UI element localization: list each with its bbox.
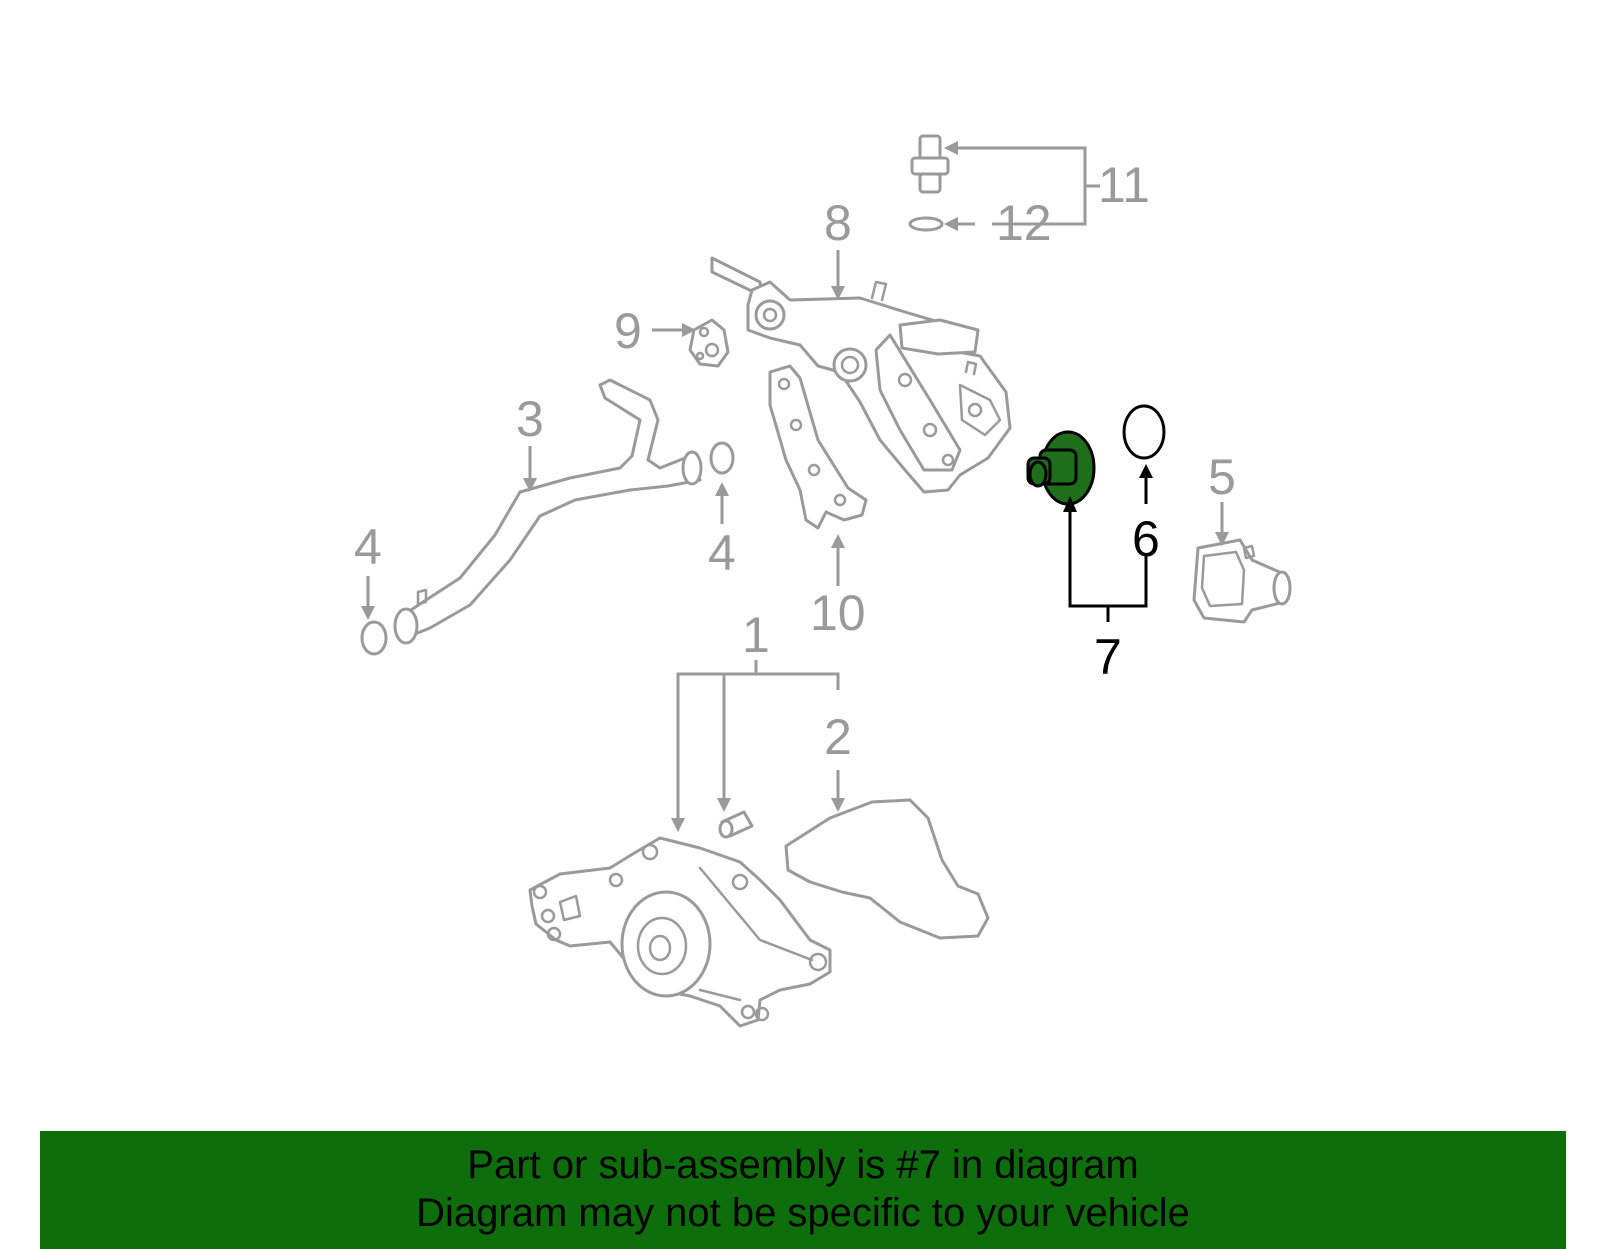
callout-4-left: 4: [354, 519, 382, 575]
callout-4-right: 4: [708, 525, 736, 581]
part-oring-4-left: [360, 620, 388, 656]
callout-12: 12: [996, 195, 1052, 251]
banner-line-2: Diagram may not be specific to your vehi…: [416, 1191, 1190, 1235]
part-bolt: [910, 134, 950, 194]
callout-6: 6: [1132, 511, 1160, 567]
part-thermostat: [1026, 430, 1096, 506]
callout-11: 11: [1098, 157, 1150, 213]
leader-9: [652, 323, 696, 337]
part-gasket-10: [768, 364, 868, 530]
callout-9: 9: [614, 303, 642, 359]
leader-2: [831, 770, 845, 812]
part-washer: [908, 216, 944, 232]
leader-10: [831, 534, 845, 586]
callout-3: 3: [516, 391, 544, 447]
banner-line-1: Part or sub-assembly is #7 in diagram: [467, 1143, 1139, 1187]
part-thermostat-housing: [1192, 538, 1292, 624]
part-gasket-9: [688, 318, 730, 368]
leader-5: [1215, 502, 1229, 546]
part-oring-4-right: [709, 441, 735, 475]
leader-1: [671, 660, 840, 832]
part-water-passage: [710, 256, 1012, 494]
part-water-pump: [528, 836, 832, 1028]
callout-8: 8: [824, 195, 852, 251]
part-dowel: [718, 810, 754, 839]
leader-4-right: [715, 482, 729, 524]
info-banner: Part or sub-assembly is #7 in diagram Di…: [40, 1131, 1566, 1249]
leader-4-left: [361, 576, 375, 620]
part-thermostat-gasket: [1122, 404, 1166, 460]
leader-3: [523, 446, 537, 492]
leader-6: [1139, 464, 1153, 504]
callout-10: 10: [810, 585, 866, 641]
part-pump-gasket: [784, 798, 990, 940]
callout-1: 1: [742, 607, 770, 663]
leader-7: [1063, 496, 1148, 622]
callout-5: 5: [1208, 449, 1236, 505]
callout-2: 2: [824, 709, 852, 765]
leader-8: [831, 250, 845, 300]
leader-11-12: [944, 141, 1100, 231]
part-water-pipe: [393, 378, 703, 645]
callout-7: 7: [1094, 629, 1122, 685]
